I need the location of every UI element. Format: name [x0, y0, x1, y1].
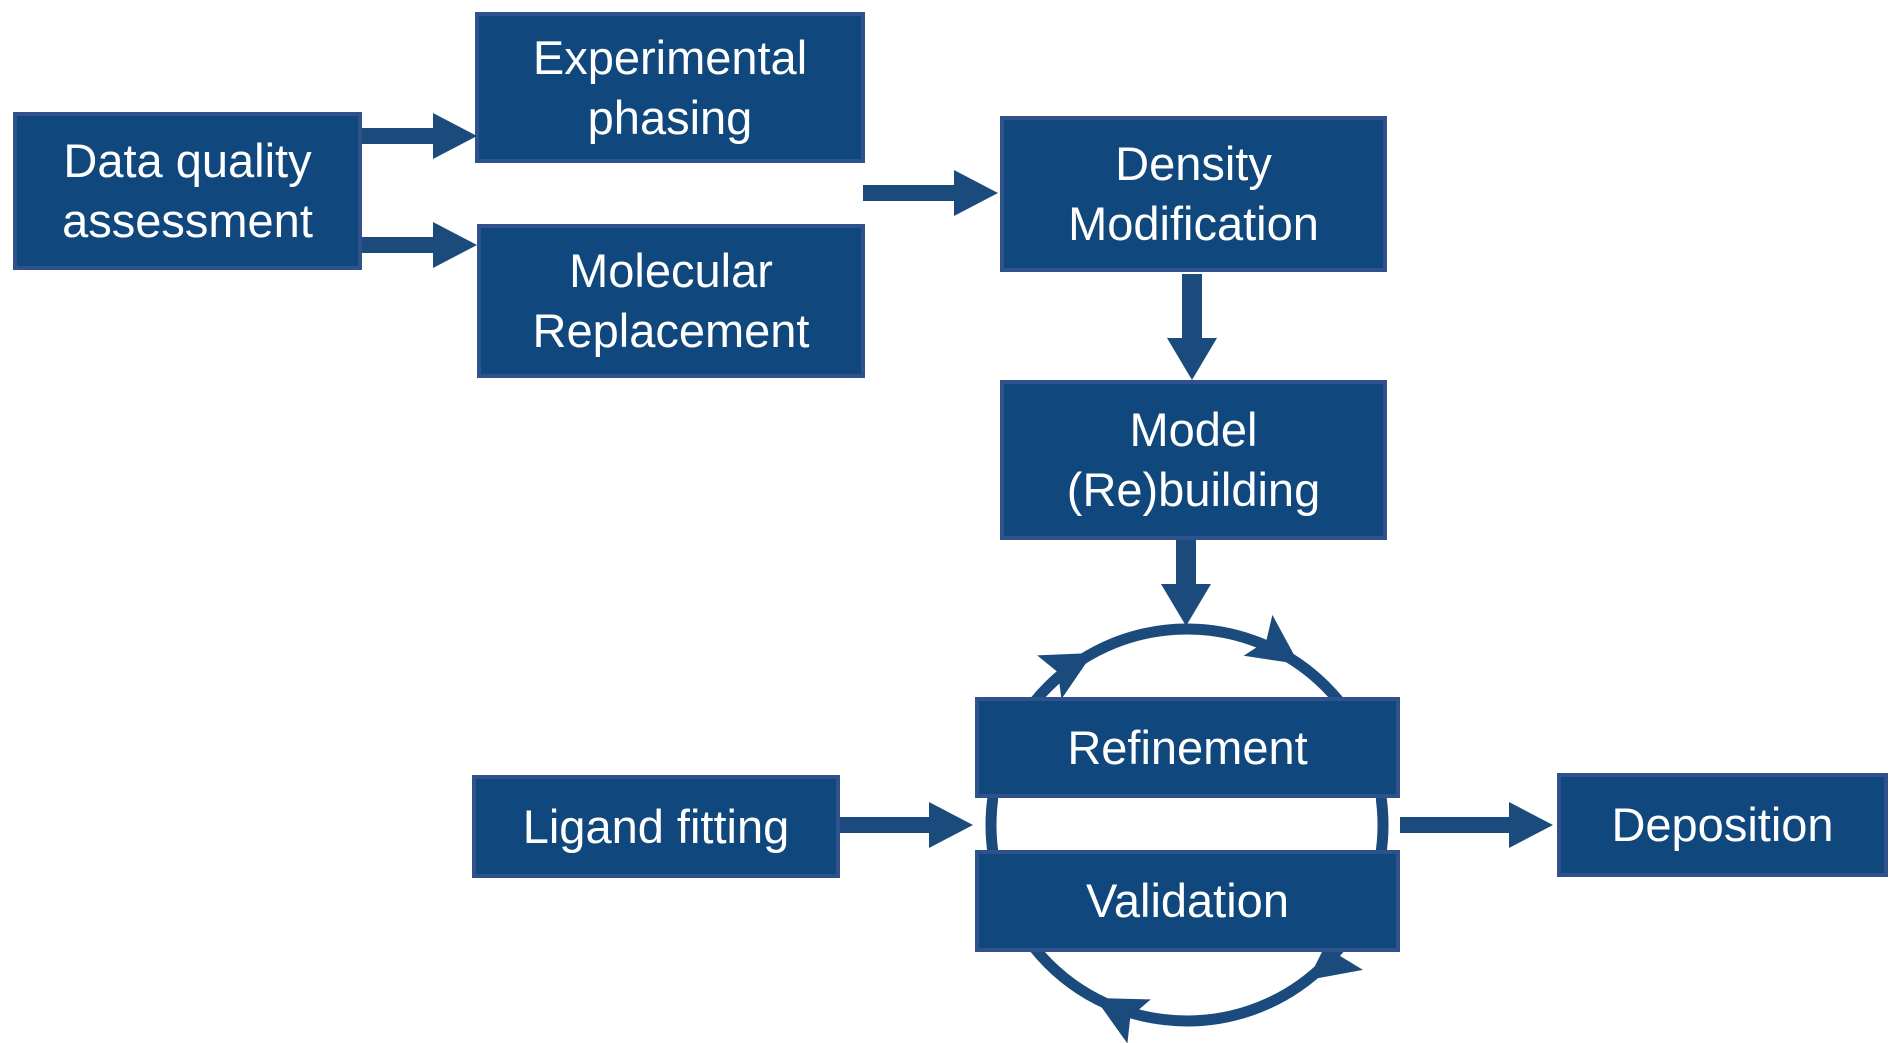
arrow-phasing-to-density-modification — [863, 170, 998, 216]
cycle-arrowhead-top-left-icon — [1037, 653, 1093, 700]
node-model-rebuilding: Model (Re)building — [1000, 380, 1387, 540]
node-label-line: phasing — [587, 90, 753, 144]
node-label-line: Molecular — [569, 244, 773, 298]
node-refinement: Refinement — [975, 697, 1400, 798]
node-deposition: Deposition — [1557, 773, 1888, 877]
node-experimental-phasing: Experimental phasing — [475, 12, 865, 163]
node-label-line: Data quality — [63, 134, 312, 188]
node-label-line: Validation — [1086, 874, 1289, 928]
node-label-line: assessment — [62, 194, 313, 247]
cycle-arrowhead-top-right-icon — [1243, 614, 1299, 664]
cycle-arrowhead-bottom-left-icon — [1095, 998, 1151, 1043]
node-label-line: Ligand fitting — [522, 799, 790, 853]
node-label-line: Refinement — [1067, 720, 1308, 774]
cycle-circle — [985, 623, 1389, 1027]
arrow-density-modification-to-model-rebuilding — [1167, 274, 1217, 380]
node-molecular-replacement: Molecular Replacement — [477, 224, 865, 378]
arrow-data-quality-to-molecular-replacement — [362, 222, 477, 268]
node-label-line: Density — [1115, 137, 1272, 191]
node-label-line: Replacement — [532, 304, 810, 357]
node-label-line: (Re)building — [1066, 463, 1321, 516]
node-validation: Validation — [975, 850, 1400, 952]
node-label-line: Model — [1129, 403, 1258, 457]
arrow-ligand-fitting-to-cycle — [840, 802, 973, 848]
node-label-line: Experimental — [532, 30, 808, 84]
cycle-gap-band — [998, 798, 1376, 850]
node-density-modification: Density Modification — [1000, 116, 1387, 272]
node-data-quality-assessment: Data quality assessment — [13, 112, 362, 270]
node-label-line: Modification — [1068, 197, 1319, 250]
node-ligand-fitting: Ligand fitting — [472, 775, 840, 878]
arrow-data-quality-to-experimental-phasing — [362, 113, 477, 159]
arrow-cycle-to-deposition — [1400, 802, 1553, 848]
node-label-line: Deposition — [1611, 798, 1834, 852]
arrow-model-rebuilding-to-cycle — [1161, 540, 1211, 626]
